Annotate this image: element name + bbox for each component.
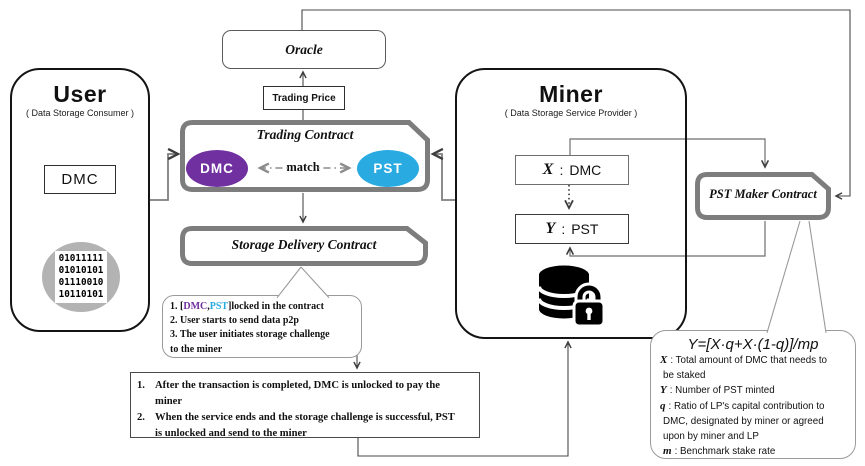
- settlement-note-box: 1. After the transaction is completed, D…: [130, 372, 480, 439]
- formula-def-q: q: Ratio of LP's capital contribution to: [660, 399, 846, 414]
- formula-def-y: Y: Number of PST minted: [660, 383, 846, 398]
- formula-def-x2: be staked: [660, 368, 846, 383]
- formula-def-m: m: Benchmark stake rate: [660, 444, 846, 459]
- x-token: DMC: [569, 162, 602, 178]
- callout-line-2: 2. User starts to send data p2p: [170, 315, 299, 327]
- callout-comma: ,: [207, 301, 210, 312]
- def-term-y: Y: [660, 384, 667, 397]
- def-term-q: q: [660, 399, 666, 412]
- x-dmc-box: X : DMC: [515, 155, 629, 185]
- trading-contract-box: Trading Contract DMC PST match: [180, 120, 430, 192]
- formula-callout-bubble: Y=[X·q+X·(1-q)]/mp X: Total amount of DM…: [650, 330, 856, 459]
- trading-price-label: Trading Price: [272, 92, 336, 104]
- formula-callout-tail: [767, 221, 826, 332]
- settlement-item1-line1: After the transaction is completed, DMC …: [155, 380, 440, 391]
- callout-dmc: DMC: [183, 301, 208, 312]
- callout-line1-prefix: 1. [: [170, 301, 184, 312]
- oracle-box: Oracle: [222, 30, 386, 69]
- miner-box: Miner ( Data Storage Service Provider ) …: [455, 68, 687, 339]
- dmc-token-ellipse: DMC: [186, 150, 248, 187]
- callout-line-3: 3. The user initiates storage challenge: [170, 329, 330, 341]
- pst-maker-contract-title: PST Maker Contract: [709, 187, 817, 201]
- binary-line: 10110101: [58, 289, 104, 301]
- callout-line-4: to the miner: [170, 343, 223, 355]
- settlement-item-1: 1. After the transaction is completed, D…: [137, 378, 473, 410]
- user-subtitle: ( Data Storage Consumer ): [25, 108, 135, 118]
- pst-token-label: PST: [373, 161, 403, 176]
- miner-subtitle: ( Data Storage Service Provider ): [504, 108, 638, 118]
- def-text-x2: be staked: [663, 370, 706, 382]
- dmc-token-label: DMC: [200, 161, 234, 176]
- settlement-item1-text: After the transaction is completed, DMC …: [155, 378, 440, 410]
- callout-line-1: 1. [DMC,PST]locked in the contract: [170, 300, 354, 314]
- def-text-q2: DMC, designated by miner or agreed: [663, 415, 824, 427]
- contract-callout-tail: [277, 267, 329, 297]
- settlement-item2-line1: When the service ends and the storage ch…: [155, 411, 455, 423]
- database-lock-icon: [537, 265, 606, 328]
- def-text-q: : Ratio of LP's capital contribution to: [668, 400, 825, 412]
- settlement-item2-text: When the service ends and the storage ch…: [155, 410, 455, 442]
- callout-line1-suffix: ]locked in the contract: [228, 301, 324, 312]
- settlement-item2-line2: is unlocked and send to the miner: [155, 427, 307, 439]
- formula-def-q3: upon by miner and LP: [660, 429, 846, 444]
- def-term-x: X: [660, 354, 668, 366]
- user-dmc-box: DMC: [44, 165, 116, 194]
- binary-line: 01011111: [58, 252, 104, 264]
- settlement-item1-number: 1.: [137, 380, 145, 391]
- y-var: Y: [545, 220, 556, 237]
- def-text-m: : Benchmark stake rate: [674, 446, 776, 458]
- pst-maker-contract-box: PST Maker Contract: [695, 172, 831, 220]
- trading-price-box: Trading Price: [263, 86, 345, 110]
- contract-callout-bubble: 1. [DMC,PST]locked in the contract 2. Us…: [162, 295, 362, 358]
- settlement-item-2: 2. When the service ends and the storage…: [137, 410, 473, 442]
- settlement-item1-line2: miner: [155, 395, 183, 407]
- def-text-q3: upon by miner and LP: [663, 430, 759, 442]
- miner-title: Miner: [539, 81, 603, 107]
- x-var: X: [542, 161, 554, 178]
- user-title: User: [53, 81, 107, 107]
- storage-delivery-contract-shape: [180, 226, 428, 266]
- def-text-y: : Number of PST minted: [669, 385, 775, 397]
- def-term-m: m: [663, 445, 672, 458]
- y-separator: :: [561, 221, 566, 237]
- pst-maker-contract-shape: [695, 172, 831, 220]
- storage-delivery-contract-box: Storage Delivery Contract: [180, 226, 428, 266]
- storage-delivery-contract-title: Storage Delivery Contract: [231, 237, 377, 252]
- pst-formula: Y=[X·q+X·(1-q)]/mp: [687, 336, 819, 353]
- user-dmc-label: DMC: [61, 171, 99, 188]
- formula-def-x: X: Total amount of DMC that needs to: [660, 353, 846, 368]
- x-separator: :: [559, 162, 564, 178]
- match-label: match: [286, 160, 320, 174]
- oracle-label: Oracle: [285, 41, 323, 57]
- formula-def-q2: DMC, designated by miner or agreed: [660, 414, 846, 429]
- pst-token-ellipse: PST: [357, 150, 419, 187]
- y-token: PST: [571, 221, 599, 237]
- binary-data-icon: 01011111 01010101 01110010 10110101: [42, 242, 120, 312]
- binary-line: 01110010: [58, 277, 104, 288]
- callout-pst: PST: [209, 301, 229, 312]
- y-pst-box: Y : PST: [515, 214, 629, 244]
- binary-digits: 01011111 01010101 01110010 10110101: [54, 250, 108, 304]
- def-text-x: : Total amount of DMC that needs to: [670, 355, 827, 366]
- trading-contract-title: Trading Contract: [256, 127, 354, 142]
- user-box: User ( Data Storage Consumer ) DMC 01011…: [10, 68, 150, 332]
- binary-line: 01010101: [58, 264, 104, 276]
- settlement-item2-number: 2.: [137, 411, 145, 423]
